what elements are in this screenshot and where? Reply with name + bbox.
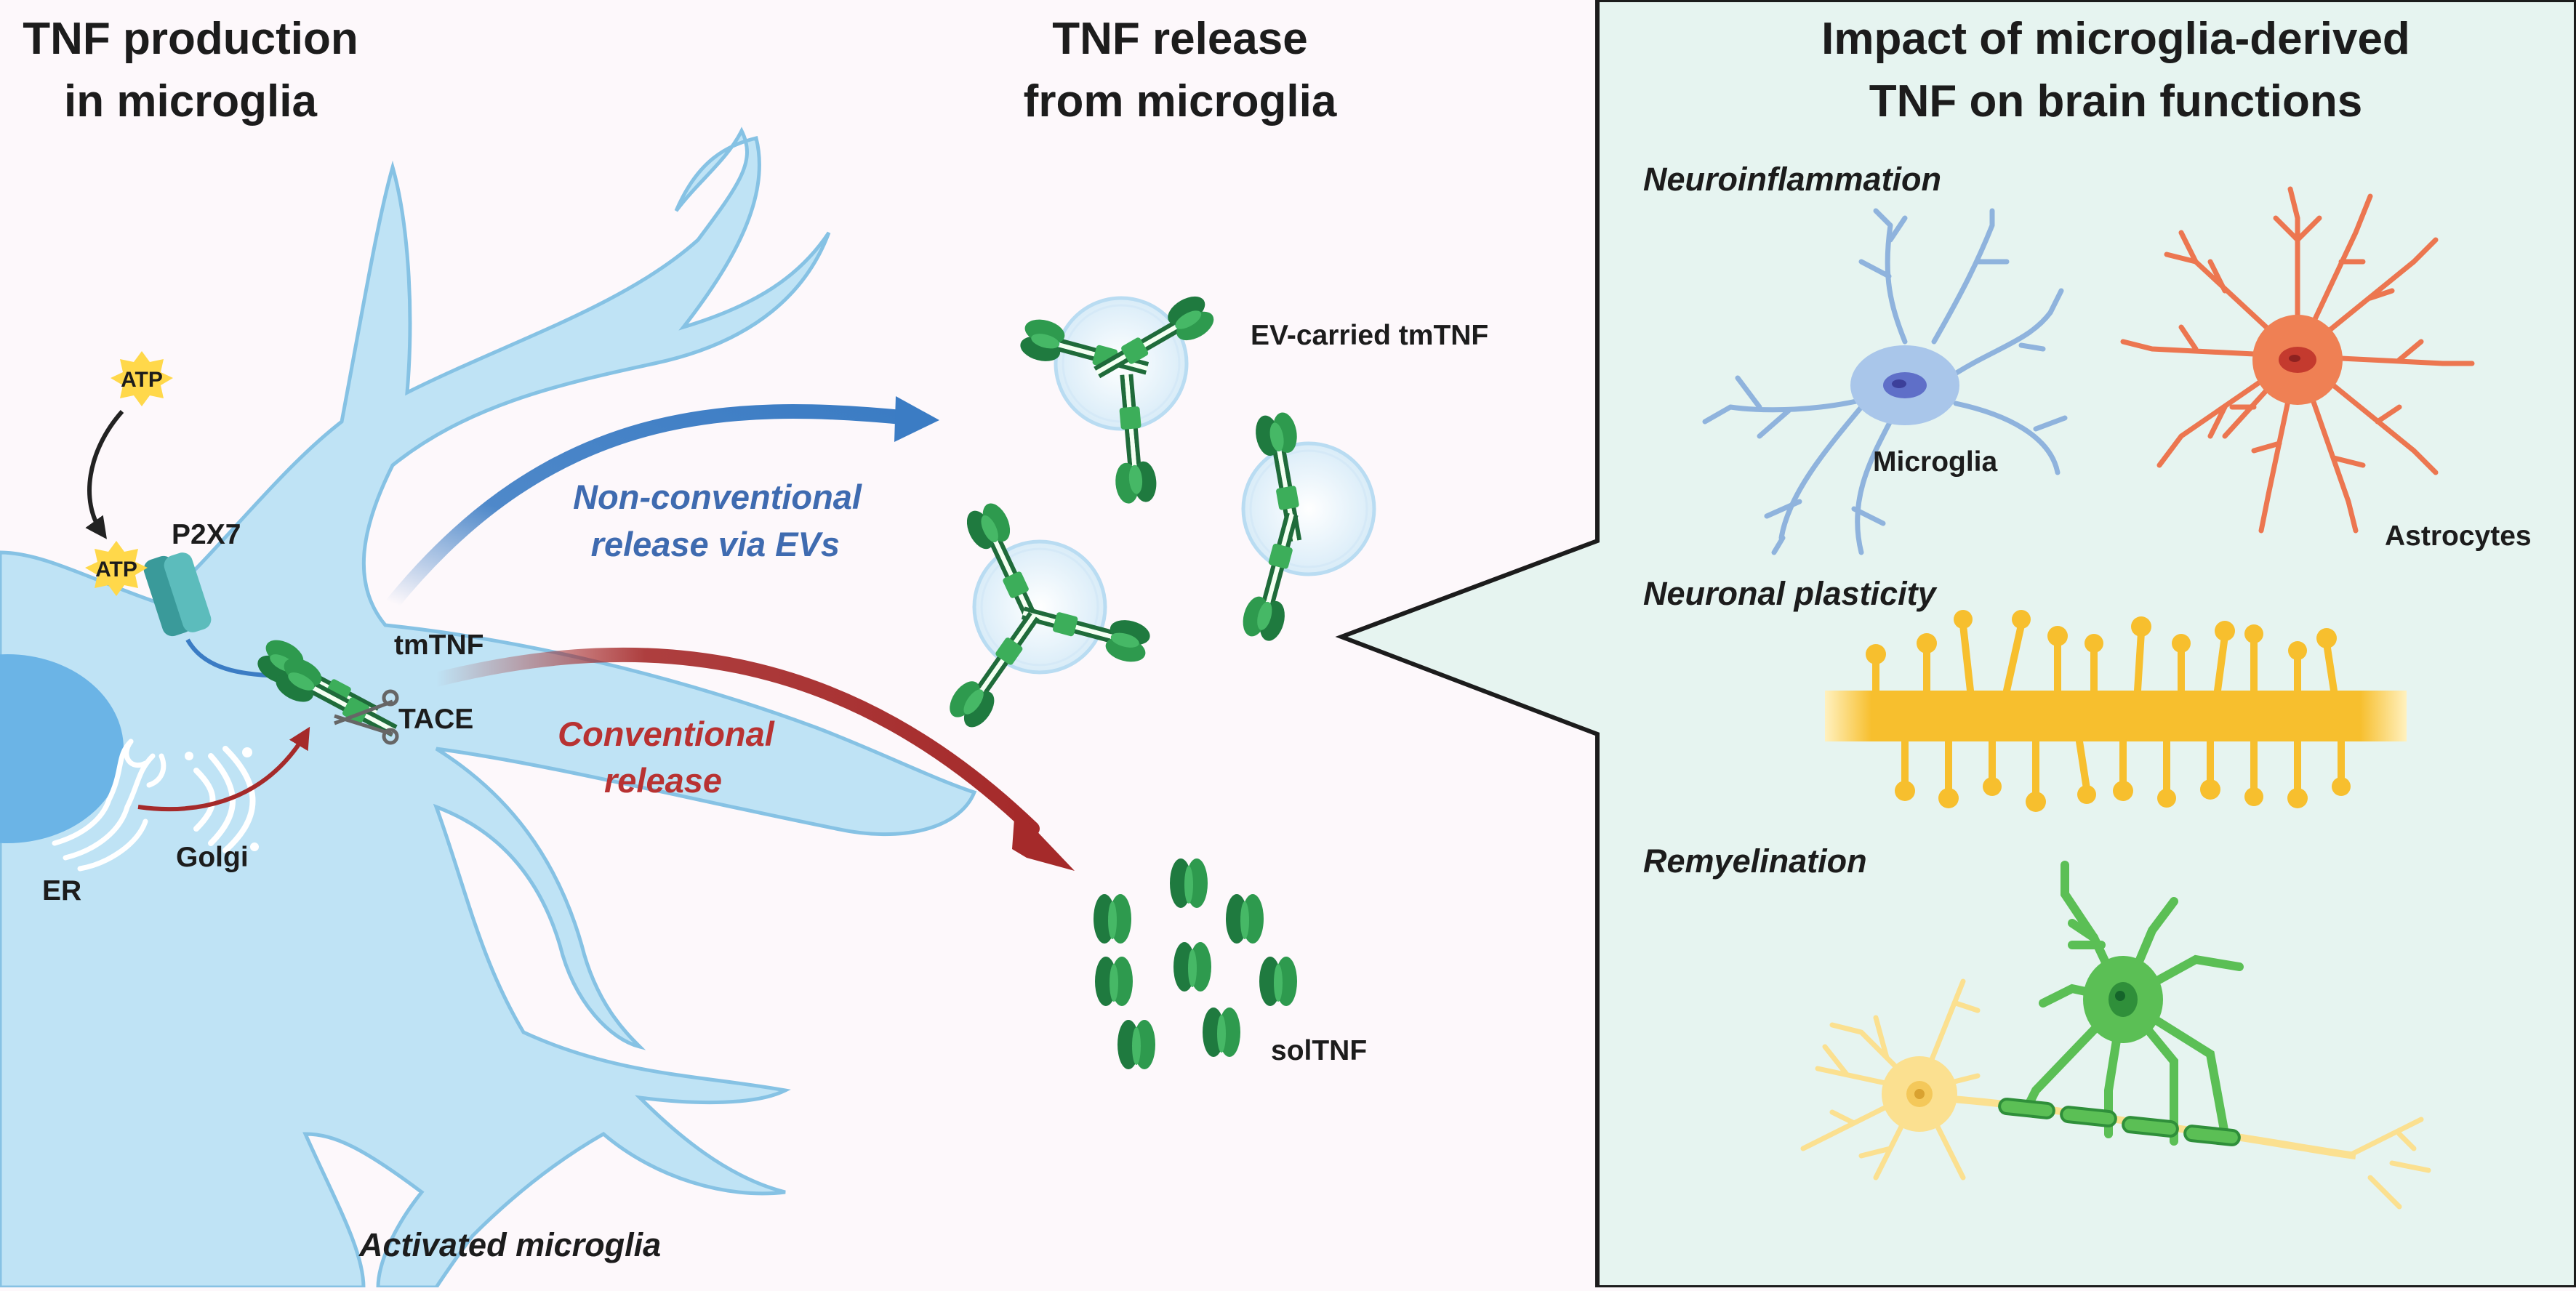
activated-microglia-cell [0, 126, 977, 1290]
tace-label: TACE [398, 704, 473, 735]
golgi-to-membrane-arrow [137, 726, 310, 812]
blue-arrowhead [894, 396, 939, 442]
ev-carried-tmtnf-label: EV-carried tmTNF [1251, 320, 1488, 351]
non-conventional-label-line2: release via EVs [591, 525, 840, 563]
nucleus [0, 654, 124, 843]
atp-label-outer: ATP [121, 368, 163, 392]
soltnf-label: solTNF [1271, 1035, 1367, 1066]
soluble-tnf-molecules [1094, 858, 1297, 1069]
release-title-line1: TNF release [1052, 14, 1308, 64]
atp-burst-bound [85, 541, 148, 596]
conventional-release-arrow [429, 647, 1040, 836]
activated-microglia-label: Activated microglia [358, 1226, 661, 1263]
atp-label-bound: ATP [95, 558, 137, 582]
release-title-line2: from microglia [1024, 76, 1337, 126]
impact-panel-background [1335, 0, 2576, 1290]
tmtnf-label: tmTNF [394, 630, 483, 661]
neuronal-plasticity-heading: Neuronal plasticity [1643, 575, 1938, 612]
p2x7-label: P2X7 [172, 519, 241, 550]
microglia-label: Microglia [1873, 446, 1998, 478]
red-arrowhead [1012, 808, 1075, 871]
atp-burst-outer [111, 351, 173, 406]
oligodendrocyte-icon [1998, 861, 2244, 1146]
microglia-icon [1702, 208, 2068, 555]
neuroinflammation-heading: Neuroinflammation [1643, 161, 1941, 198]
production-title-line2: in microglia [64, 76, 317, 126]
production-title-line1: TNF production [23, 14, 358, 64]
p2x7-receptor [143, 552, 212, 637]
astrocytes-label: Astrocytes [2385, 520, 2532, 552]
dendritic-spines [1872, 622, 2345, 800]
conventional-label-line2: release [604, 761, 722, 800]
dendrite-with-spines-icon [1825, 610, 2407, 812]
golgi-label: Golgi [176, 842, 249, 873]
er-organelle [52, 739, 166, 872]
conventional-label-line1: Conventional [558, 715, 775, 753]
impact-title-line1: Impact of microglia-derived [1821, 14, 2410, 64]
non-conventional-release-arrow [385, 403, 916, 611]
impact-title-line2: TNF on brain functions [1869, 76, 2363, 126]
astrocyte-icon [2120, 186, 2475, 534]
er-label: ER [42, 875, 81, 906]
atp-binding-arrow [85, 410, 124, 539]
myelin-sheaths [1998, 1098, 2241, 1146]
remyelination-heading: Remyelination [1643, 842, 1867, 880]
golgi-organelle [185, 746, 259, 853]
tace-scissors-icon [334, 689, 399, 745]
non-conventional-label-line1: Non-conventional [573, 478, 862, 516]
